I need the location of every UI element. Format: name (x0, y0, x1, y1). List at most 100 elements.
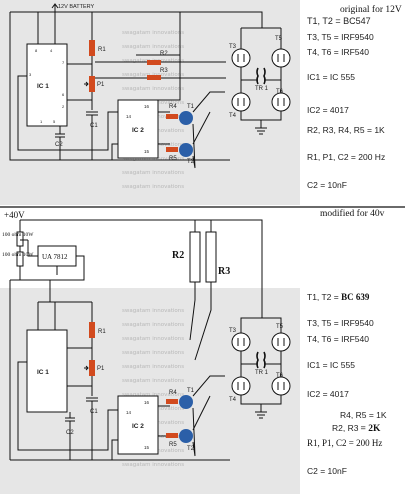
t4-label: T4 (229, 397, 237, 403)
spec-line: T1, T2 = BC547 (307, 16, 371, 26)
potentiometer-p1 (89, 360, 95, 376)
pin-label: 2 (62, 104, 65, 109)
spec-line: C2 = 10nF (307, 466, 347, 476)
tr1-label: TR 1 (255, 86, 269, 92)
tr1-label: TR 1 (255, 370, 269, 376)
p1-label: P1 (97, 82, 105, 88)
t5-label: T5 (275, 36, 283, 42)
resistor-r4 (166, 114, 178, 119)
top-spec-list: original for 12V T1, T2 = BC547 T3, T5 =… (307, 4, 402, 190)
res2-label: 100 ohm 10W (2, 252, 34, 258)
mosfet-t5 (271, 48, 291, 68)
mosfet-t6 (271, 376, 291, 396)
transistor-t2 (179, 143, 193, 157)
pin-label: 14 (126, 114, 132, 119)
battery-label: 12V BATTERY (58, 4, 95, 10)
pin-label: 8 (35, 48, 38, 53)
spec-line: T4, T6 = IRF540 (307, 334, 369, 344)
spec-line: R2, R3, R4, R5 = 1K (307, 125, 385, 135)
resistor-r2 (147, 60, 161, 65)
t4-label: T4 (229, 113, 237, 119)
pin-label: 7 (62, 60, 65, 65)
transistor-t1 (179, 111, 193, 125)
ic1-label: IC 1 (37, 83, 49, 90)
ic2-label: IC 2 (132, 423, 144, 430)
ic1-label: IC 1 (37, 369, 49, 376)
spec-line: IC1 = IC 555 (307, 72, 355, 82)
ic2-chip (117, 395, 159, 455)
r3-large-label: R3 (218, 266, 230, 277)
mosfet-t5 (271, 332, 291, 352)
spec-line: T3, T5 = IRF9540 (307, 318, 374, 328)
resistor-r1 (89, 322, 95, 338)
spec-line: IC1 = IC 555 (307, 360, 355, 370)
spec-line: R2, R3= 2K (332, 423, 381, 434)
resistor-r2-large (189, 231, 201, 283)
resistor-r1 (89, 40, 95, 56)
pin-label: 3 (29, 72, 32, 77)
pin-label: 16 (144, 400, 150, 405)
t6-label: T6 (276, 373, 284, 379)
t2-label: T2 (187, 159, 195, 165)
top-circuit: swagatam innovations swagatam innovation… (0, 0, 300, 205)
watermark-text: swagatam innovations (122, 462, 184, 468)
pin-label: 5 (53, 119, 56, 124)
spec-line: C2 = 10nF (307, 180, 347, 190)
mosfet-t6 (271, 92, 291, 112)
r4-label: R4 (169, 390, 177, 396)
ic1-chip (26, 329, 68, 413)
c2-label: C2 (66, 430, 74, 436)
t1-label: T1 (187, 388, 195, 394)
mosfet-t3 (231, 332, 251, 352)
spec-r2r3: R2, R3 (332, 423, 359, 433)
watermark-text: swagatam innovations (122, 364, 184, 370)
mosfet-t4 (231, 92, 251, 112)
spec-r2r3-value: = 2K (360, 424, 381, 434)
t1-label: T1 (187, 104, 195, 110)
pin-label: 14 (126, 410, 132, 415)
resistor-r4 (166, 399, 178, 404)
supply-label: +40V (4, 210, 25, 220)
resistor-r3 (147, 75, 161, 80)
mosfet-t4 (231, 376, 251, 396)
r1-label: R1 (98, 47, 106, 53)
r5-label: R5 (169, 156, 177, 162)
ic2-chip (117, 99, 159, 159)
watermark-text: swagatam innovations (122, 184, 184, 190)
regulator-label: UA 7812 (42, 253, 68, 261)
t3-label: T3 (229, 44, 237, 50)
t6-label: T6 (276, 89, 284, 95)
t5-label: T5 (276, 324, 284, 330)
resistor-r5 (166, 433, 178, 438)
spec-line: R1, P1, C2 = 200 Hz (307, 438, 382, 448)
transistor-t1 (179, 395, 193, 409)
spec-line: R4, R5 = 1K (340, 410, 387, 420)
bottom-circuit: +40V 100 ohm 10W 100 ohm 10W UA 7812 R2 … (0, 210, 300, 494)
spec-line: T3, T5 = IRF9540 (307, 32, 374, 42)
c1-label: C1 (90, 123, 98, 129)
pin-label: 1 (40, 119, 43, 124)
pin-label: 6 (62, 92, 65, 97)
ic1-chip (26, 43, 68, 127)
watermark-text: swagatam innovations (122, 156, 184, 162)
r2-large-label: R2 (172, 250, 184, 261)
watermark-text: swagatam innovations (122, 308, 184, 314)
spec-t1t2: T1, T2 = (307, 292, 341, 302)
t3-label: T3 (229, 328, 237, 334)
ic2-label: IC 2 (132, 127, 144, 134)
top-title: original for 12V (340, 4, 402, 15)
spec-line: IC2 = 4017 (307, 389, 349, 399)
watermark-text: swagatam innovations (122, 392, 184, 398)
watermark-text: swagatam innovations (122, 378, 184, 384)
pin-label: 16 (144, 104, 150, 109)
pin-label: 4 (50, 48, 53, 53)
watermark-text: swagatam innovations (122, 86, 184, 92)
t2-label: T2 (187, 446, 195, 452)
watermark-text: swagatam innovations (122, 336, 184, 342)
watermark-text: swagatam innovations (122, 170, 184, 176)
mosfet-t3 (231, 48, 251, 68)
r5-label: R5 (169, 442, 177, 448)
c2-label: C2 (55, 142, 63, 148)
pin-label: 15 (144, 149, 150, 154)
